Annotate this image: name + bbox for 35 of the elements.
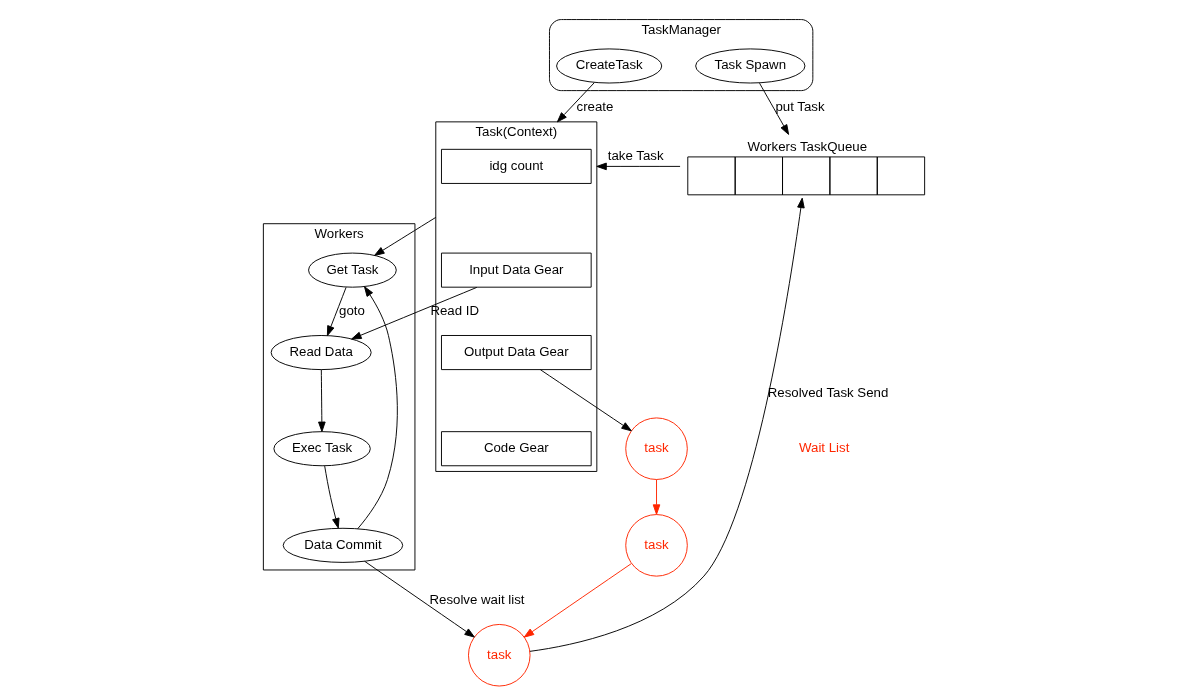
node-ellipse: Exec Task — [273, 431, 371, 467]
node-label: Workers TaskQueue — [747, 139, 868, 155]
node-box: Output Data Gear — [441, 335, 592, 371]
edge-label: create — [576, 98, 614, 114]
arrow — [364, 560, 475, 638]
node-ellipse: CreateTask — [556, 48, 663, 84]
label: Wait List — [799, 440, 850, 456]
node-ellipse: Get Task — [308, 252, 397, 288]
edge-label: Resolve wait list — [429, 591, 525, 607]
arrow — [351, 286, 478, 340]
arrow — [759, 82, 790, 135]
edge-label: Resolved Task Send — [767, 385, 889, 401]
arrow — [523, 563, 632, 638]
node-circle: task — [625, 417, 688, 480]
node-ellipse: Data Commit — [282, 527, 404, 563]
arrow — [556, 82, 595, 123]
arrow — [324, 465, 340, 529]
arrow — [529, 197, 805, 652]
node-box: idg count — [441, 148, 592, 184]
arrow — [596, 162, 681, 171]
arrow — [374, 216, 437, 256]
node-circle: task — [468, 623, 531, 687]
arrow — [318, 369, 326, 432]
node-box: Input Data Gear — [441, 252, 592, 288]
arrow — [326, 286, 347, 337]
node-ellipse: Task Spawn — [695, 48, 806, 84]
edge-label: put Task — [775, 98, 825, 114]
arrow — [539, 369, 632, 432]
arrow — [652, 479, 661, 515]
node-ellipse: Read Data — [270, 335, 372, 371]
node-box: Code Gear — [441, 431, 592, 467]
edge-label: take Task — [607, 147, 664, 163]
arrow — [357, 286, 398, 530]
edge-label: goto — [339, 302, 365, 318]
node-circle: task — [625, 514, 688, 577]
